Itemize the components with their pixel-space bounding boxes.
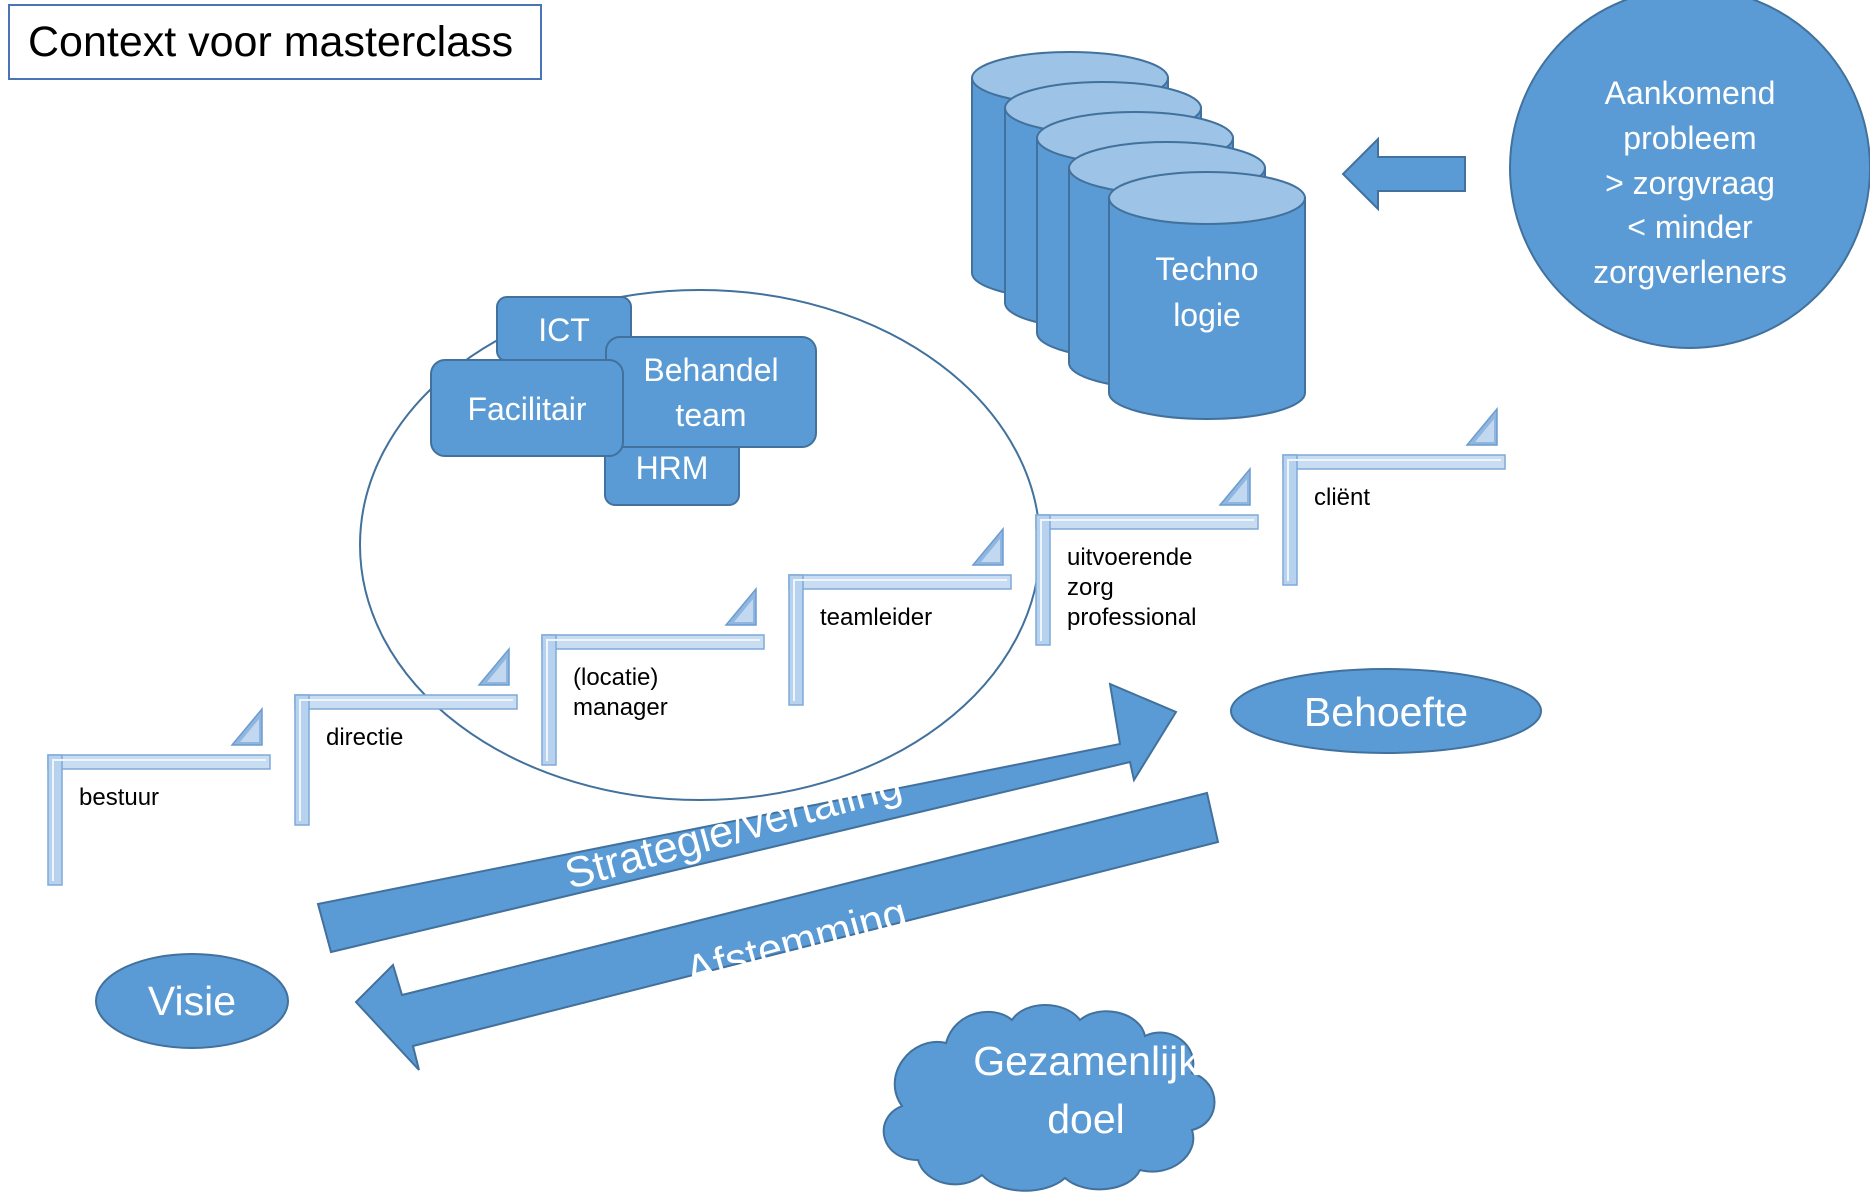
step-2: [294, 646, 518, 826]
cylinder-5: [1108, 171, 1306, 420]
svg-text:Gezamenlijk: Gezamenlijk: [973, 1038, 1199, 1084]
step-2-label: directie: [326, 724, 403, 751]
step-6: [1282, 406, 1506, 586]
org-box-facilitair: Facilitair: [430, 359, 624, 457]
visie-label: Visie: [148, 978, 236, 1024]
facilitair-label: Facilitair: [467, 391, 586, 427]
behandel-team-label-line2: team: [675, 397, 746, 433]
org-box-behandel-team: Behandel team: [605, 336, 817, 448]
steps-staircase: bestuur directie (locatie) manager teamleide…: [47, 406, 1506, 886]
step-1: [47, 706, 271, 886]
svg-text:< minder: < minder: [1627, 209, 1753, 245]
behoefte-label: Behoefte: [1304, 689, 1468, 735]
step-4: [788, 526, 1012, 706]
step-6-label: cliënt: [1314, 484, 1370, 511]
gezamenlijk-doel-cloud: Gezamenlijk doel: [882, 1004, 1216, 1192]
step-3: [541, 586, 765, 766]
svg-text:Aankomend: Aankomend: [1605, 75, 1776, 111]
step-3-label: (locatie): [573, 664, 658, 691]
svg-text:probleem: probleem: [1623, 120, 1756, 156]
behandel-team-label-line1: Behandel: [643, 352, 778, 388]
problem-to-technology-arrow: [1341, 136, 1466, 212]
svg-text:> zorgvraag: > zorgvraag: [1605, 165, 1775, 201]
hrm-label: HRM: [636, 450, 709, 486]
page-title: Context voor masterclass: [8, 4, 542, 80]
org-box-hrm: HRM: [604, 432, 740, 506]
ict-label: ICT: [538, 312, 590, 348]
step-3-label: manager: [573, 694, 668, 721]
problem-circle: Aankomend probleem > zorgvraag < minder …: [1509, 0, 1870, 349]
technologie-cylinders: [971, 51, 1306, 420]
step-4-label: teamleider: [820, 604, 932, 631]
step-5: [1035, 466, 1259, 646]
strategie-label: Strategie/vertaling: [560, 760, 907, 899]
strategie-arrow-path: [316, 682, 1178, 954]
technologie-label-line2: logie: [1173, 297, 1241, 333]
technologie-label-line1: Techno: [1155, 251, 1258, 287]
step-5-label: uitvoerende: [1067, 544, 1192, 571]
step-1-label: bestuur: [79, 784, 159, 811]
svg-text:zorgverleners: zorgverleners: [1593, 254, 1787, 290]
behoefte-ellipse: Behoefte: [1230, 668, 1542, 754]
step-5-label: professional: [1067, 604, 1196, 631]
visie-ellipse: Visie: [95, 953, 289, 1049]
step-5-label: zorg: [1067, 574, 1114, 601]
svg-text:doel: doel: [1047, 1096, 1125, 1142]
